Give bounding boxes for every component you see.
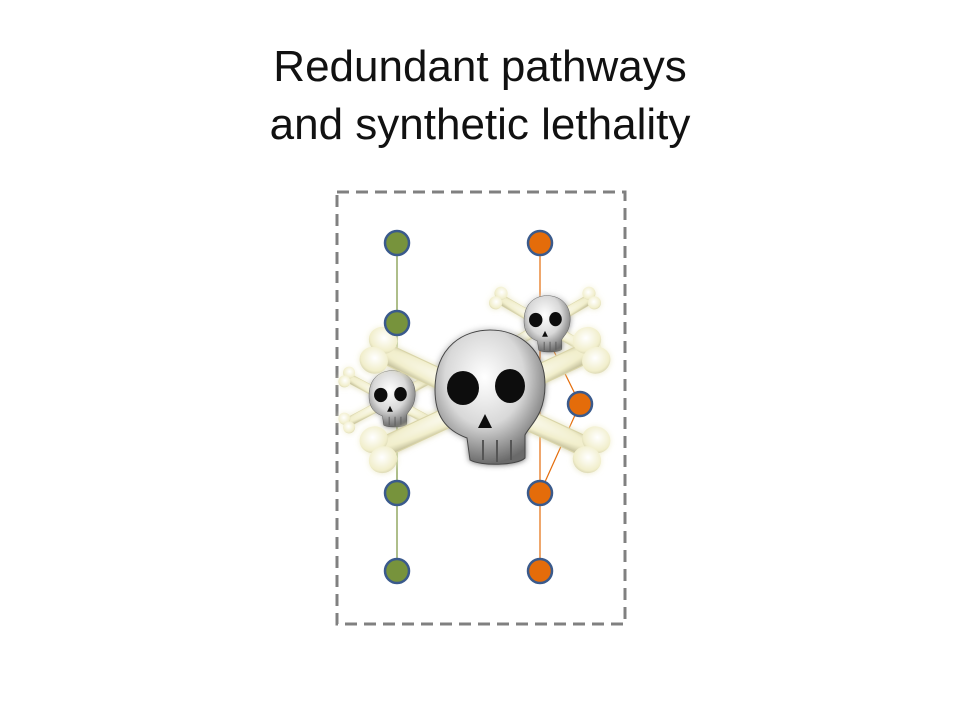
dashed-boundary	[335, 190, 627, 626]
green-node	[383, 557, 411, 585]
green-node	[383, 479, 411, 507]
orange-node	[526, 479, 554, 507]
green-pathway-nodes	[383, 229, 411, 585]
title-line-2: and synthetic lethality	[269, 100, 691, 149]
orange-pathway-nodes	[526, 229, 594, 585]
title-line-1: Redundant pathways	[273, 42, 687, 91]
slide-title: Redundant pathways and synthetic lethali…	[0, 38, 960, 154]
green-node	[383, 309, 411, 337]
orange-node	[526, 557, 554, 585]
orange-node	[566, 390, 594, 418]
green-node	[383, 229, 411, 257]
orange-node	[526, 229, 554, 257]
